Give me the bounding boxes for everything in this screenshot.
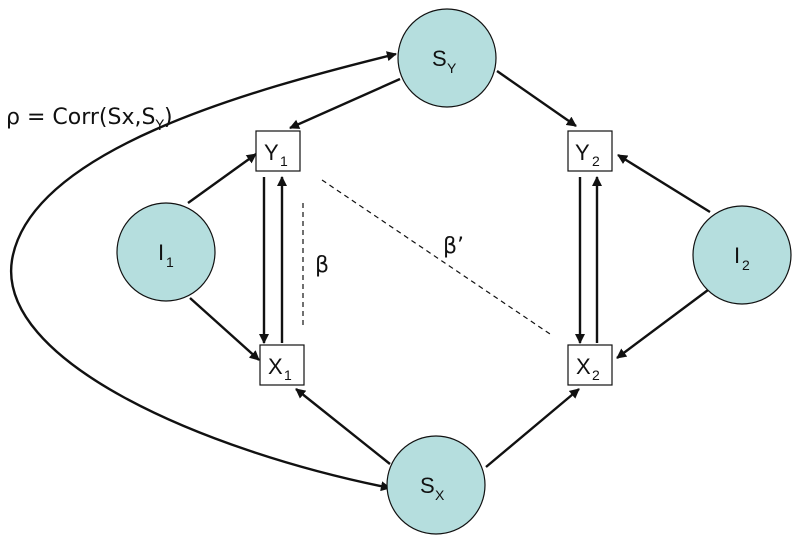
node-sx-main: S — [420, 473, 435, 498]
beta-prime-dashed-line — [321, 179, 551, 335]
node-y2-main: Y — [575, 140, 590, 165]
node-x2-main: X — [576, 354, 591, 379]
edge-i2-to-x2 — [616, 289, 709, 359]
node-i2-main: I — [734, 243, 740, 268]
node-x2: X 2 — [567, 344, 613, 386]
node-x1-main: X — [268, 354, 283, 379]
node-sy-main: S — [432, 46, 447, 71]
node-y1-sub: 1 — [280, 153, 288, 169]
node-i2: I 2 — [692, 205, 792, 305]
node-sx: S X — [386, 435, 486, 535]
node-x2-sub: 2 — [592, 367, 600, 383]
edge-sx-to-x2 — [485, 388, 580, 468]
edges — [9, 51, 711, 492]
node-sx-sub: X — [435, 487, 445, 503]
node-i2-sub: 2 — [742, 257, 750, 273]
rho-label: ρ = Corr(Sx,SY) — [6, 105, 173, 134]
node-sy: S Y — [397, 8, 497, 108]
edge-sy-to-y2 — [496, 70, 577, 127]
node-y1: Y 1 — [255, 130, 301, 172]
edge-sy-to-y1 — [289, 77, 401, 130]
edge-i1-to-y1 — [187, 153, 257, 204]
beta-prime-label: β’ — [443, 234, 464, 259]
rho-label-main: ρ = Corr(Sx,SY) — [6, 105, 173, 134]
node-x1-sub: 1 — [284, 367, 292, 383]
node-y2-sub: 2 — [592, 153, 600, 169]
edge-rho-curve — [9, 51, 397, 492]
node-sy-sub: Y — [447, 60, 457, 76]
node-i1: I 1 — [116, 202, 216, 302]
edge-sx-to-x1 — [295, 388, 391, 465]
node-y2: Y 2 — [567, 130, 613, 172]
node-i1-sub: 1 — [166, 254, 174, 270]
node-i1-main: I — [158, 240, 164, 265]
beta-label: β — [315, 253, 329, 278]
edge-i1-to-x1 — [189, 297, 260, 361]
node-x1: X 1 — [259, 344, 305, 386]
node-y1-main: Y — [264, 140, 279, 165]
edge-i2-to-y2 — [617, 153, 711, 214]
